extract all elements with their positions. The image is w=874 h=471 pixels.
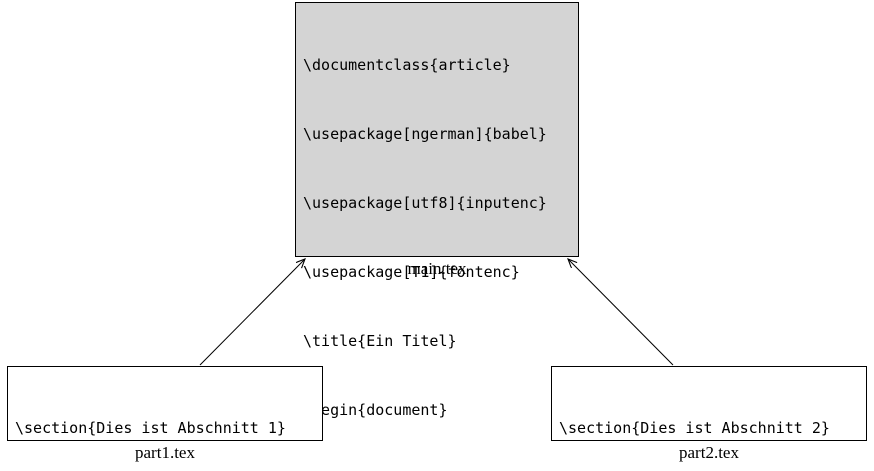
part1-code-line: \section{Dies ist Abschnitt 1} [15,419,286,437]
main-code-line: \title{Ein Titel} [303,332,457,350]
arrow-part2-to-main [568,259,674,366]
arrow-part1-to-main [199,259,305,366]
part2-tex-box: \section{Dies ist Abschnitt 2} Hier ein … [551,366,867,441]
part2-tex-caption: part2.tex [679,443,739,462]
part1-tex-caption: part1.tex [135,443,195,462]
main-code-line: \usepackage[utf8]{inputenc} [303,194,547,212]
main-tex-caption: main.tex [407,259,467,278]
main-code-line: \usepackage[ngerman]{babel} [303,125,547,143]
main-code-line: \usepackage[T1]{fontenc} [303,263,520,281]
part1-tex-box: \section{Dies ist Abschnitt 1} Hier ein … [7,366,323,441]
part2-code-line: \section{Dies ist Abschnitt 2} [559,419,830,437]
main-code-line: \begin{document} [303,401,448,419]
main-code-line: \documentclass{article} [303,56,511,74]
main-tex-box: \documentclass{article} \usepackage[nger… [295,2,579,471]
